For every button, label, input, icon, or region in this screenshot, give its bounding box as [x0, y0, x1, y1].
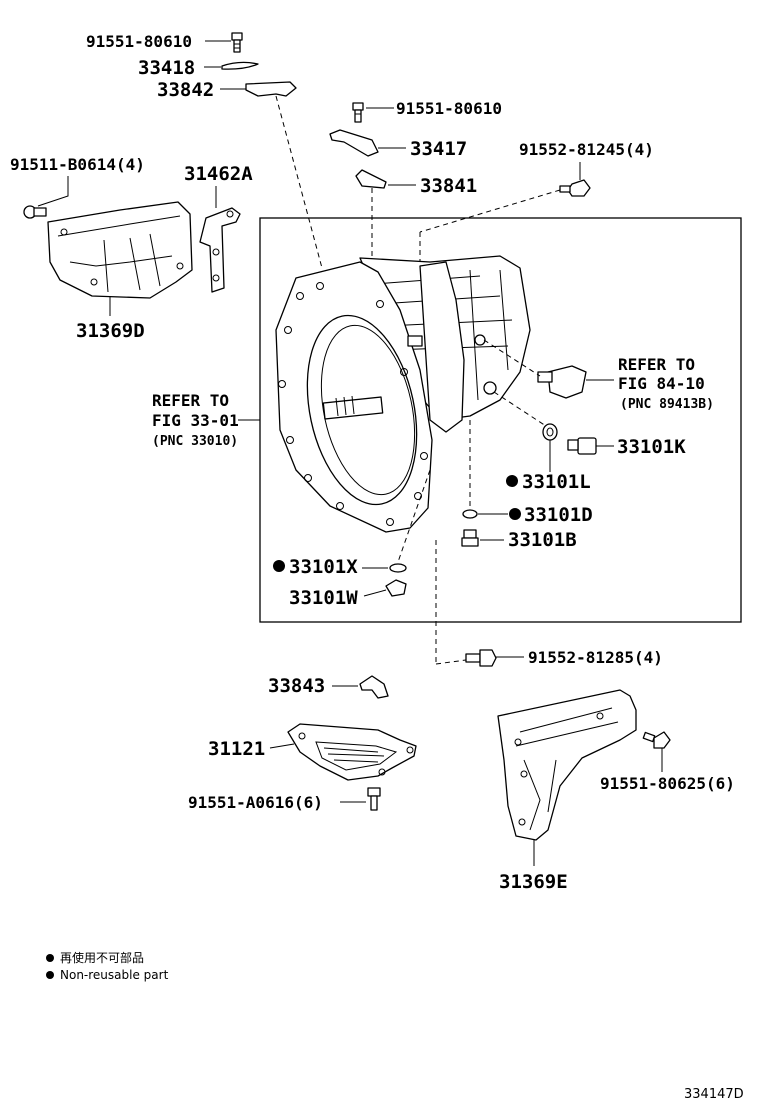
non-reusable-marker: [273, 560, 285, 572]
bolt-91551-80625: [642, 731, 671, 749]
dashed-guide: [397, 469, 431, 563]
bracket-31462a: [199, 207, 241, 293]
gasket-33418: [221, 61, 259, 70]
bolt-91551-a0616: [367, 787, 381, 811]
bolt-91551-80610-top: [231, 32, 243, 53]
part-label-33101b: 33101B: [508, 529, 577, 551]
speed-sensor: [537, 365, 587, 399]
part-label-91551-a0616: 91551-A0616(6): [188, 793, 323, 812]
plug-33101k: [567, 437, 597, 455]
ref-right-line1: REFER TO: [618, 355, 695, 374]
dashed-guide: [493, 391, 547, 427]
part-label-33101l: 33101L: [522, 471, 591, 493]
bolt-91551-80610-mid: [352, 102, 364, 123]
ref-left-line2: FIG 33-01: [152, 411, 239, 430]
leader-line: [37, 176, 69, 207]
non-reusable-marker: [506, 475, 518, 487]
transmission-case: [275, 255, 531, 533]
part-label-33842: 33842: [157, 79, 214, 101]
part-label-91511-b0614: 91511-B0614(4): [10, 155, 145, 174]
dashed-guide: [275, 95, 323, 269]
part-label-31121: 31121: [208, 738, 265, 760]
part-label-33417: 33417: [410, 138, 467, 160]
cover-31121: [287, 723, 417, 781]
part-label-91552-81245: 91552-81245(4): [519, 140, 654, 159]
part-label-31462a: 31462A: [184, 163, 253, 185]
gasket-33101d: [462, 509, 478, 519]
part-label-91552-81285: 91552-81285(4): [528, 648, 663, 667]
clip-33843: [359, 675, 389, 699]
legend-text-cn: 再使用不可部品: [60, 950, 144, 965]
part-label-33101d: 33101D: [524, 504, 593, 526]
ref-left-line3: (PNC 33010): [152, 434, 238, 449]
dashed-guide: [419, 189, 561, 233]
part-label-33101w: 33101W: [289, 587, 358, 609]
part-label-33841: 33841: [420, 175, 477, 197]
heat-shield-31369d: [47, 201, 193, 299]
part-label-31369d: 31369D: [76, 320, 145, 342]
part-label-91551-80625: 91551-80625(6): [600, 774, 735, 793]
plug-33101b: [461, 529, 479, 547]
ref-right-line3: (PNC 89413B): [620, 397, 714, 412]
part-label-33101k: 33101K: [617, 436, 686, 458]
part-label-33101x: 33101X: [289, 556, 358, 578]
breather-33101w: [385, 579, 407, 597]
ref-right-line2: FIG 84-10: [618, 374, 705, 393]
lever-33417: [329, 129, 379, 157]
bolt-91552-81285: [465, 649, 497, 667]
bolt-91511-b0614: [23, 205, 47, 219]
ref-left-line1: REFER TO: [152, 391, 229, 410]
part-label-91551-80610-mid: 91551-80610: [396, 99, 502, 118]
washer-33101l: [542, 423, 558, 441]
bolt-91552-81245: [559, 179, 591, 197]
part-label-31369e: 31369E: [499, 871, 568, 893]
part-label-33843: 33843: [268, 675, 325, 697]
plate-33841: [355, 169, 387, 189]
part-label-33418: 33418: [138, 57, 195, 79]
o-ring-33101x: [389, 563, 407, 573]
legend-bullet: [46, 971, 54, 979]
dashed-guide: [483, 339, 541, 377]
diagram-id: 334147D: [684, 1087, 744, 1102]
non-reusable-marker: [509, 508, 521, 520]
legend-text-en: Non-reusable part: [60, 968, 169, 982]
part-label-91551-80610-top: 91551-80610: [86, 32, 192, 51]
legend-bullet: [46, 954, 54, 962]
heat-shield-31369e: [497, 689, 637, 841]
leader-line: [269, 743, 295, 749]
leader-line: [363, 589, 387, 597]
bracket-33842: [245, 81, 297, 97]
dashed-guide: [435, 659, 467, 665]
